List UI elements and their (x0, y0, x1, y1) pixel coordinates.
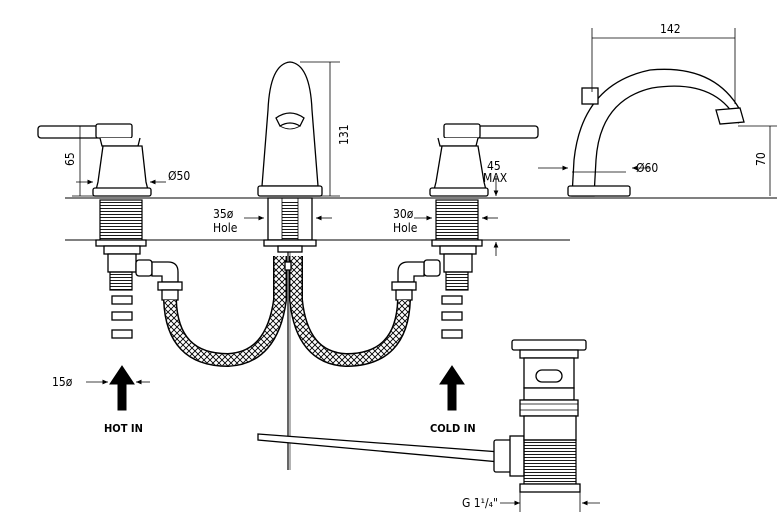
dimension-142: 142 (591, 22, 736, 104)
dia-50-label: Ø50 (168, 169, 190, 183)
dimension-hole-35: 35ø Hole (213, 207, 332, 235)
cold-elbow-connector (391, 259, 441, 301)
dimension-dia-50: Ø50 (76, 169, 190, 185)
hot-elbow-connector (135, 259, 183, 301)
dim-142-label: 142 (660, 22, 681, 36)
max-45-label-b: MAX (483, 171, 508, 185)
dim-131-label: 131 (337, 124, 351, 145)
hot-handle (37, 123, 152, 197)
max-45-label-a: 45 (487, 159, 501, 173)
hot-in-label: HOT IN (104, 422, 143, 435)
dim-65-label: 65 (63, 152, 77, 166)
dimension-70: 70 (738, 125, 777, 196)
dimension-131: 131 (300, 61, 351, 197)
hot-valve-body (95, 199, 147, 339)
dimension-45-max: 45 MAX (483, 159, 508, 256)
g-thread-label: G 1¹/₄" (462, 496, 498, 510)
hole-30-label-b: Hole (393, 221, 418, 235)
spout-side-view (567, 68, 745, 197)
dimension-g-thread: G 1¹/₄" (462, 492, 600, 512)
lift-rod (284, 252, 292, 470)
dimension-dia-60: Ø60 (538, 161, 658, 175)
cold-handle (429, 123, 539, 197)
spout-shank (263, 197, 317, 253)
hole-30-label-a: 30ø (393, 207, 414, 221)
pop-up-waste (257, 339, 587, 493)
dimension-dia-15: 15ø (52, 375, 150, 389)
cold-braided-hose (289, 256, 411, 368)
cold-in-label: COLD IN (430, 422, 476, 435)
spout (257, 61, 323, 197)
dia-60-label: Ø60 (636, 161, 658, 175)
dimension-65: 65 (63, 125, 96, 197)
hot-braided-hose (163, 256, 287, 368)
hole-35-label-b: Hole (213, 221, 238, 235)
dim-70-label: 70 (754, 152, 768, 166)
hot-inlet-arrow-icon (109, 365, 135, 411)
dimension-hole-30: 30ø Hole (393, 207, 498, 235)
dia-15-label: 15ø (52, 375, 73, 389)
hole-35-label-a: 35ø (213, 207, 234, 221)
cold-inlet-arrow-icon (439, 365, 465, 411)
cold-valve-body (431, 199, 483, 339)
